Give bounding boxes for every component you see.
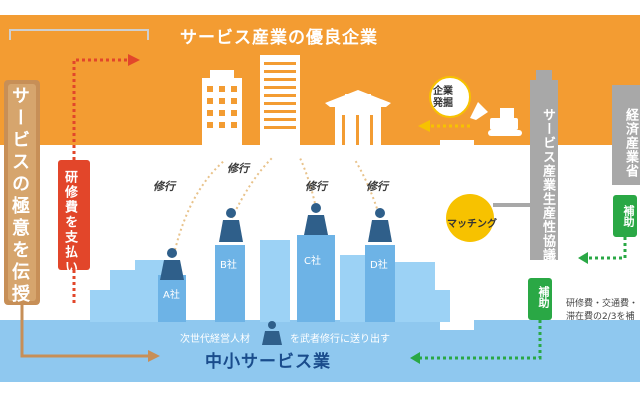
subsidy-arrow-head-1: [578, 252, 588, 264]
samurai-d: [368, 208, 392, 242]
left-plaque-text: サービスの極意を伝授: [9, 86, 30, 306]
transmit-arrow: [20, 305, 150, 358]
samurai-figures: [160, 203, 392, 345]
subsidy-box-association: [528, 278, 552, 320]
discovery-bubble-text: 企業 発掘: [433, 86, 453, 110]
company-label-d: D社: [370, 260, 388, 271]
subsidy-association-text: 補助: [537, 286, 550, 308]
bottom-title: 中小サービス業: [205, 352, 331, 372]
shugyo-label-4: 修行: [366, 180, 388, 193]
building-b: [215, 245, 245, 322]
shugyo-label-3: 修行: [305, 180, 327, 193]
excavator-icon: [470, 102, 522, 136]
company-label-a: A社: [163, 290, 180, 301]
samurai-a: [160, 248, 184, 280]
building-c: [297, 235, 335, 322]
samurai-b: [219, 208, 243, 242]
association-pillar-top: [536, 70, 552, 84]
temple-pillars: [342, 115, 373, 145]
discovery-bubble: [429, 76, 471, 118]
shugyo-label-1: 修行: [153, 180, 175, 193]
caption-right: を武者修行に送り出す: [290, 334, 390, 345]
caption-left: 次世代経営人材: [180, 334, 250, 345]
company-label-b: B社: [220, 260, 237, 271]
top-bracket: [9, 29, 149, 40]
bottom-band: [0, 320, 640, 382]
discovery-line-1: 企業: [433, 86, 453, 97]
building-a: [158, 275, 186, 322]
matching-circle: [446, 194, 494, 242]
top-building-tower: [260, 55, 300, 145]
city-skyline: [90, 240, 450, 322]
matching-text: マッチング: [447, 219, 497, 230]
transmit-arrow-head: [148, 350, 160, 362]
fee-arrow-head: [128, 54, 140, 66]
ministry-text: 経済産業省: [623, 108, 638, 178]
building-d: [365, 245, 395, 322]
subsidy-note-line-1: 研修費・交通費・: [566, 299, 639, 309]
ministry-pillar: [612, 85, 640, 185]
shugyo-label-2: 修行: [227, 162, 249, 175]
company-buildings: [158, 235, 395, 322]
samurai-caption-icon: [262, 321, 282, 345]
association-pillar: [530, 80, 558, 260]
top-title: サービス産業の優良企業: [180, 28, 378, 48]
subsidy-ministry-text: 補助: [622, 205, 635, 227]
top-building-left-windows: [207, 86, 237, 128]
top-building-left: [202, 70, 242, 145]
discovery-arrow-head: [418, 120, 430, 132]
subsidy-arrow-head-2: [410, 352, 420, 364]
fee-box: [58, 160, 90, 270]
subsidy-note-line-2: 滞在費の2/3を補: [566, 312, 635, 322]
association-text: サービス産業生産性協議会: [540, 108, 555, 276]
fee-box-text: 研修費を支払い: [62, 170, 77, 275]
company-label-c: C社: [304, 256, 321, 267]
wood-plaque: [4, 80, 40, 305]
samurai-c: [304, 203, 328, 235]
bottom-margin: [0, 382, 640, 400]
subsidy-box-ministry: [613, 195, 637, 237]
discovery-line-2: 発掘: [433, 98, 453, 109]
subsidy-arrows: [420, 237, 627, 360]
